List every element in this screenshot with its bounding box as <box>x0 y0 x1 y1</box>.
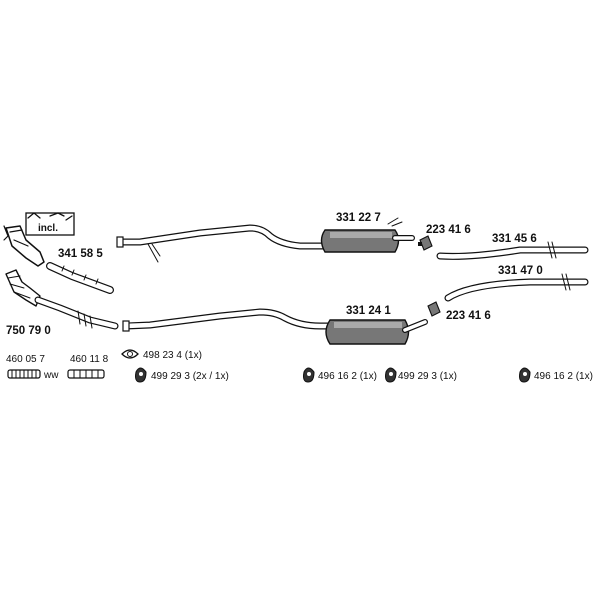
gasket-icon[interactable] <box>121 349 139 359</box>
rubber-mount-2-icon[interactable] <box>303 367 315 383</box>
part-number-341585: 341 58 5 <box>58 248 103 260</box>
part-number-331456: 331 45 6 <box>492 233 537 245</box>
flex-pipe-icon[interactable] <box>7 369 41 379</box>
intermediate-pipe-lower-icon[interactable] <box>122 308 339 332</box>
hardware-498234: 498 23 4 (1x) <box>143 350 202 361</box>
muffler-upper-icon[interactable] <box>320 217 415 253</box>
hardware-499293-b: 499 29 3 (1x) <box>398 371 457 382</box>
part-number-460057: 460 05 7 <box>6 354 45 365</box>
part-number-331227: 331 22 7 <box>336 212 381 224</box>
hardware-499293-a: 499 29 3 (2x / 1x) <box>151 371 229 382</box>
rubber-mount-4-icon[interactable] <box>519 367 531 383</box>
clamp-upper-icon[interactable] <box>418 235 433 251</box>
flex-suffix-text: ww <box>43 370 59 381</box>
hardware-496162-a: 496 16 2 (1x) <box>318 371 377 382</box>
incl-badge: incl. <box>25 212 75 236</box>
incl-label: incl. <box>38 223 58 234</box>
clamp-lower-icon[interactable] <box>427 301 441 317</box>
catalytic-converter-icon[interactable] <box>3 225 45 267</box>
flex-pipe-2-icon[interactable] <box>67 369 105 379</box>
part-number-223416-lower: 223 41 6 <box>446 310 491 322</box>
hardware-496162-b: 496 16 2 (1x) <box>534 371 593 382</box>
part-number-331470: 331 47 0 <box>498 265 543 277</box>
intermediate-pipe-upper-icon[interactable] <box>116 224 329 263</box>
catalytic-converter-lower-icon[interactable] <box>5 269 119 330</box>
rubber-mount-3-icon[interactable] <box>385 367 397 383</box>
part-number-331241: 331 24 1 <box>346 305 391 317</box>
rubber-mount-icon[interactable] <box>135 367 147 383</box>
front-pipe-icon[interactable] <box>46 262 114 294</box>
part-number-223416-upper: 223 41 6 <box>426 224 471 236</box>
muffler-lower-icon[interactable] <box>325 319 428 345</box>
part-number-460118: 460 11 8 <box>70 354 109 365</box>
tailpipe-lower-icon[interactable] <box>444 273 589 302</box>
tailpipe-upper-icon[interactable] <box>436 241 589 260</box>
part-number-750790: 750 79 0 <box>6 325 51 337</box>
